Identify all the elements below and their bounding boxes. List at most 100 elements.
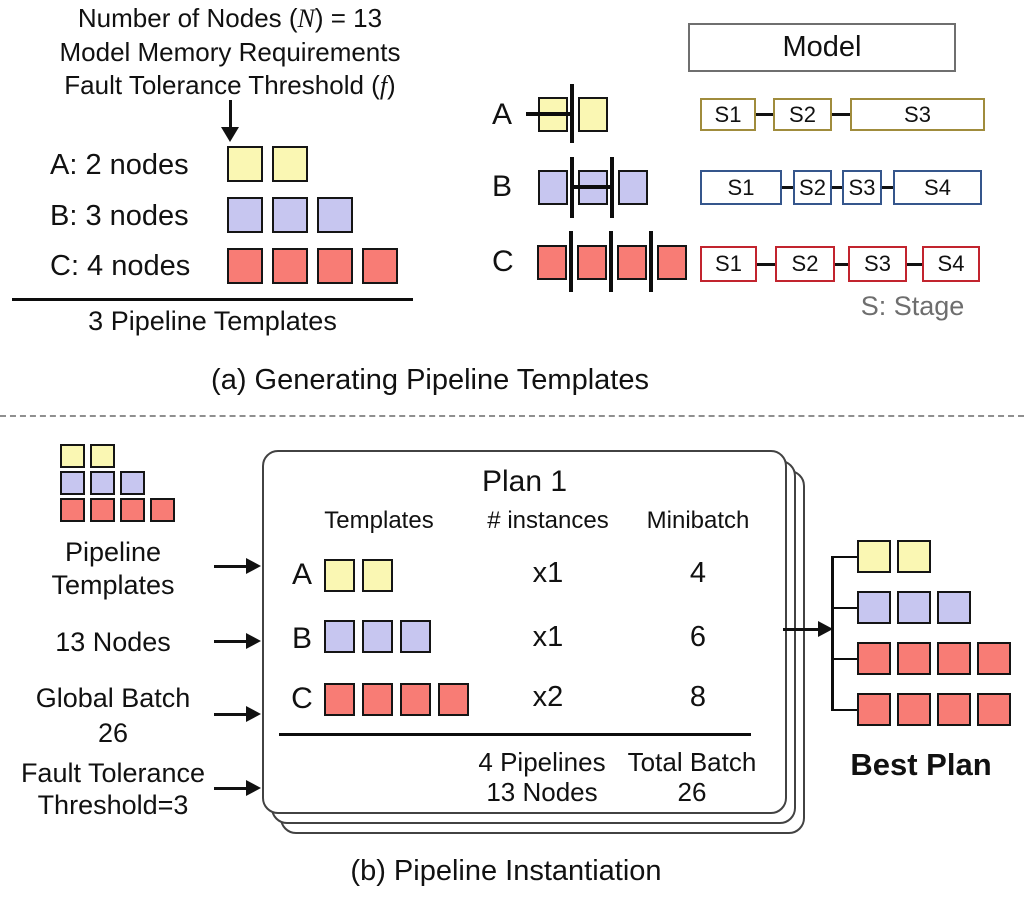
template-c-label: C: 4 nodes [50,250,191,282]
plan-footer-total-batch: Total Batch 26 [592,747,792,807]
header-line3-post: ) [387,70,396,100]
best-plan-row-2 [857,591,971,624]
node-square [977,642,1011,675]
node-square [937,642,971,675]
node-square [150,498,175,522]
inputs-header-line3: Fault Tolerance Threshold (f) [15,69,445,103]
plan-row-b-minibatch: 6 [689,621,707,653]
stage-box: S3 [842,170,882,205]
header-line1-post: ) = 13 [314,3,383,33]
partition-bar [609,231,613,292]
stage-connector [882,186,893,189]
node-square [897,591,931,624]
node-square [272,248,308,284]
column-header-instances: # instances [487,507,609,534]
input-line: 26 [97,718,129,748]
node-square [60,471,85,495]
footer-line: 4 Pipelines [478,747,606,777]
column-header-minibatch: Minibatch [646,507,750,534]
node-square [120,471,145,495]
stage-connector [782,186,793,189]
partition-bar [649,231,653,292]
plan-row-a-squares [324,559,393,592]
node-square [537,245,567,280]
stage-box: S4 [922,246,980,282]
panel-b-caption: (b) Pipeline Instantiation [350,855,662,887]
node-square [324,620,355,653]
node-square [400,620,431,653]
node-square [120,498,145,522]
best-plan-stub [831,708,858,711]
stage-row-c: S1 S2 S3 S4 [700,246,980,282]
partition-bar [569,231,573,292]
node-square [272,146,308,182]
node-square [227,197,263,233]
panel-a-caption: (a) Generating Pipeline Templates [211,364,649,396]
best-plan-stub [831,555,858,558]
partition-row-a-label: A [492,98,513,131]
template-b-label: B: 3 nodes [50,200,189,232]
input-arrow-icon [246,706,261,722]
node-square [324,683,355,716]
inputs-header: Number of Nodes (N) = 13 Model Memory Re… [15,2,445,103]
stage-row-a: S1 S2 S3 [700,98,985,131]
input-line: Global Batch [35,683,191,713]
node-square [90,498,115,522]
input-arrow-shaft [214,640,247,643]
best-plan-row-1 [857,540,931,573]
stage-connector [907,262,922,266]
node-square [362,248,398,284]
node-square [857,591,891,624]
input-line: Pipeline [64,537,162,567]
stage-box: S1 [700,98,756,131]
summary-rule [12,298,413,301]
model-box-label: Model [782,31,862,63]
plan-row-a-instances: x1 [532,557,564,589]
node-square [618,170,648,205]
node-square [937,591,971,624]
node-square [362,620,393,653]
plan-row-c-instances: x2 [532,681,564,713]
templates-summary: 3 Pipeline Templates [88,306,337,336]
plan-card: Plan 1 Templates # instances Minibatch A… [262,450,787,814]
plan-row-c-squares [324,683,469,716]
plan-row-b-squares [324,620,431,653]
node-square [617,245,647,280]
partition-bar [610,157,614,218]
stage-box: S2 [793,170,832,205]
down-arrow-shaft [229,100,232,129]
node-square [578,97,608,132]
input-arrow-icon [246,558,261,574]
node-square [90,444,115,468]
node-square [538,170,568,205]
plan-row-b-instances: x1 [532,621,564,653]
partition-row-b-label: B [492,170,513,203]
stage-box: S4 [893,170,982,205]
template-a-squares [227,146,308,182]
footer-line: 13 Nodes [486,777,598,807]
node-square [317,248,353,284]
node-square [857,540,891,573]
mini-stack-row-c [60,498,175,522]
node-square [324,559,355,592]
header-var-n: N [297,4,315,33]
input-arrow-shaft [214,787,247,790]
input-line: Templates [51,570,175,600]
best-plan-label: Best Plan [850,747,992,782]
node-square [362,559,393,592]
plan-row-b-label: B [291,622,312,655]
stage-box: S2 [773,98,832,131]
node-square [227,248,263,284]
node-square [60,444,85,468]
partition-row-a-cutline [526,112,572,116]
stage-legend: S: Stage [860,291,965,321]
plan-row-a-label: A [291,558,312,591]
input-global-batch: Global Batch 26 [8,681,218,751]
inputs-header-line1: Number of Nodes (N) = 13 [15,2,445,36]
input-arrow-shaft [214,565,247,568]
node-square [657,245,687,280]
stage-box: S1 [700,246,757,282]
partition-row-c-squares [537,245,687,280]
input-13-nodes: 13 Nodes [8,626,218,659]
